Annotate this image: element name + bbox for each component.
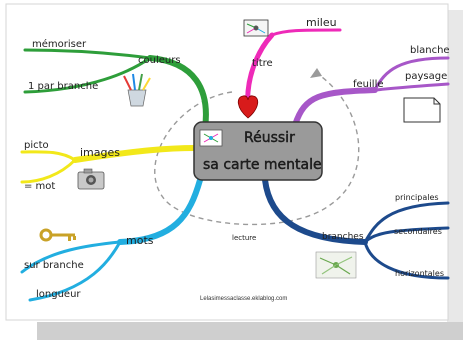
label-par-branche: 1 par branche xyxy=(28,81,98,92)
label-secondaires: secondaires xyxy=(394,227,442,236)
label-couleurs: couleurs xyxy=(138,55,181,66)
label-paysage: paysage xyxy=(405,71,447,82)
center-title-line2: sa carte mentale xyxy=(203,157,322,173)
label-longueur: longueur xyxy=(36,289,81,300)
label-mots: mots xyxy=(126,234,154,247)
branch-couleurs xyxy=(23,48,209,131)
label-picto: picto xyxy=(24,140,49,151)
label-memoriser: mémoriser xyxy=(32,38,87,50)
label-lecture: lecture xyxy=(232,234,256,242)
camera-icon xyxy=(77,168,105,190)
page-shadow xyxy=(37,322,463,340)
paper-icon xyxy=(403,97,441,123)
heart-icon xyxy=(237,95,259,119)
mini-map-icon xyxy=(199,129,223,147)
branch-images xyxy=(20,145,198,184)
label-sur-branche: sur branche xyxy=(24,260,84,271)
label-images: images xyxy=(80,146,120,159)
lecture-arrow xyxy=(310,68,322,78)
label-horizontales: horizontales xyxy=(395,269,444,278)
lecture-cycle xyxy=(154,71,360,226)
center-node: Réussir sa carte mentale xyxy=(193,121,323,181)
label-principales: principales xyxy=(395,193,439,202)
label-branches: branches xyxy=(322,232,364,242)
label-titre: titre xyxy=(252,58,273,69)
branch-branches xyxy=(262,177,450,280)
key-icon xyxy=(39,228,76,242)
branch-mots xyxy=(20,177,203,302)
label-mileu: mileu xyxy=(306,16,337,29)
label-blanche: blanche xyxy=(410,45,450,56)
branch-feuille xyxy=(292,56,450,128)
title-map-icon xyxy=(243,19,269,37)
center-title-line1: Réussir xyxy=(244,130,295,146)
label-egal-mot: = mot xyxy=(24,181,55,192)
footer-credit: Lelasimessaclasse.eklablog.com xyxy=(200,296,287,302)
label-feuille: feuille xyxy=(353,79,384,90)
pencils-icon xyxy=(123,73,151,107)
branch-map-icon xyxy=(315,251,357,279)
page-edge xyxy=(447,10,463,322)
